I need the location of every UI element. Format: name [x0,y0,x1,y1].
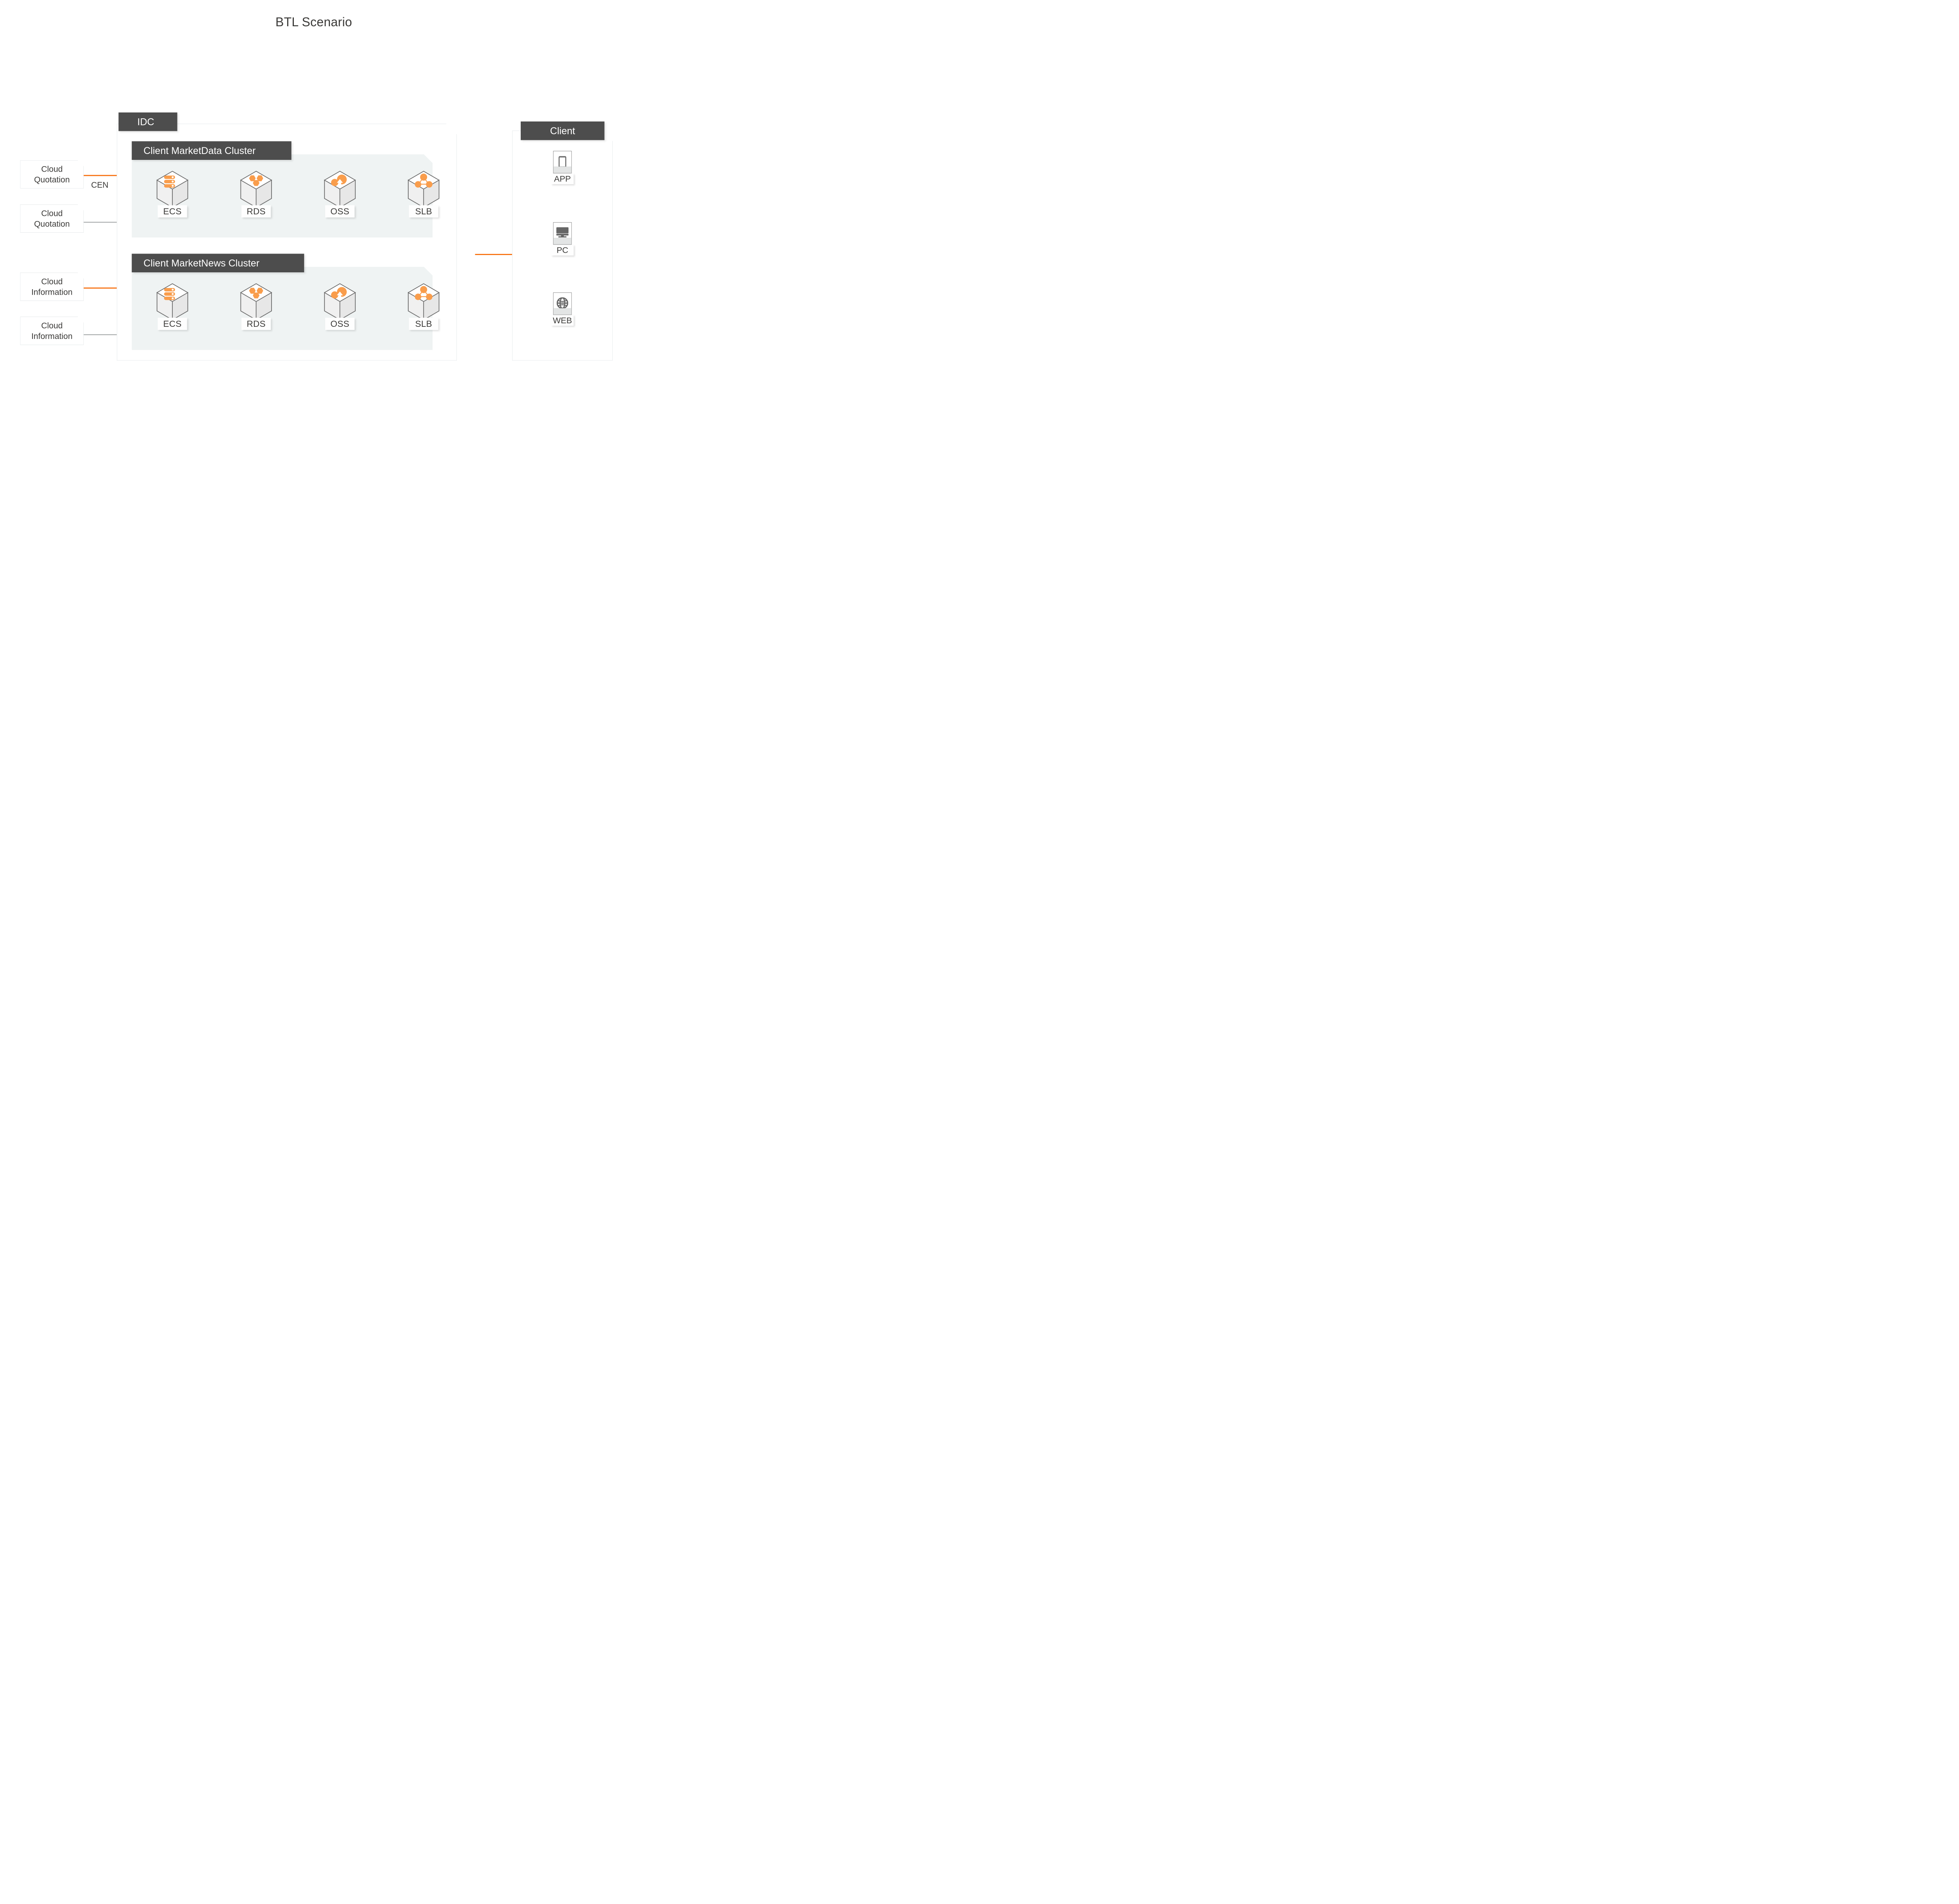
isometric-cube [156,283,188,321]
desktop-monitor-icon [556,227,569,237]
idc-header: IDC [118,112,177,131]
node-ecs-marketdata[interactable]: ECS [151,170,194,231]
note-cloud-quotation-1[interactable]: Cloud Quotation [20,160,84,189]
note-line-2: Quotation [34,175,70,184]
server-rack-icon [164,176,175,188]
isometric-cube [240,283,272,321]
connector-line-cloud-quotation-orange [83,175,130,176]
node-label: ECS [158,205,187,217]
node-label: RDS [241,205,271,217]
note-line-2: Information [31,331,73,341]
node-oss-marketnews[interactable]: OSS [319,283,362,344]
client-header-label: Client [550,125,575,136]
device-label: PC [551,245,574,255]
note-line-2: Information [31,287,73,297]
device-tile [553,222,572,245]
device-tile [553,151,572,174]
node-rds-marketnews[interactable]: RDS [235,283,278,344]
database-hexagons-icon [249,288,263,299]
client-header: Client [521,121,605,140]
device-web[interactable]: WEB [544,292,581,326]
node-slb-marketnews[interactable]: SLB [402,283,445,344]
node-slb-marketdata[interactable]: SLB [402,170,445,231]
cloud-upload-icon [331,174,347,187]
node-oss-marketdata[interactable]: OSS [319,170,362,231]
note-line-2: Quotation [34,219,70,228]
cluster-header-label: Client MarketNews Cluster [143,257,260,269]
node-label: OSS [325,317,355,330]
note-line-1: Cloud [41,321,63,330]
node-label: ECS [158,317,187,330]
node-label: RDS [241,317,271,330]
note-line-1: Cloud [41,208,63,218]
connector-line-cloud-quotation-grey [83,222,130,223]
cluster-header-label: Client MarketData Cluster [143,145,256,156]
note-cloud-information-1[interactable]: Cloud Information [20,273,84,301]
node-label: SLB [409,205,438,217]
connector-line-cloud-information-grey [83,334,130,335]
note-cloud-information-2[interactable]: Cloud Information [20,317,84,345]
note-line-1: Cloud [41,164,63,174]
device-pc[interactable]: PC [544,222,581,255]
isometric-cube [240,170,272,208]
isometric-cube [407,170,440,208]
load-balancer-nodes-icon [415,286,433,300]
device-label: WEB [551,315,574,326]
connector-line-idc-to-client [475,254,519,255]
node-rds-marketdata[interactable]: RDS [235,170,278,231]
isometric-cube [156,170,188,208]
isometric-cube [324,170,356,208]
node-label: SLB [409,317,438,330]
tile-band [553,308,572,315]
diagram-canvas: BTL Scenario CEN Cloud Quotation Cloud Q… [0,0,628,476]
device-tile [553,292,572,315]
node-ecs-marketnews[interactable]: ECS [151,283,194,344]
note-cloud-quotation-2[interactable]: Cloud Quotation [20,205,84,233]
device-app[interactable]: APP [544,151,581,184]
tile-band [553,238,572,245]
connector-line-cloud-information-orange [83,287,130,289]
device-label: APP [551,173,574,184]
database-hexagons-icon [249,175,263,186]
client-marketnews-cluster-header: Client MarketNews Cluster [132,254,304,272]
isometric-cube [407,283,440,321]
page-title: BTL Scenario [275,15,352,29]
load-balancer-nodes-icon [415,174,433,188]
cloud-upload-icon [331,287,347,299]
globe-icon [556,297,569,309]
note-line-1: Cloud [41,277,63,286]
cen-network-label: CEN [91,180,109,190]
client-marketdata-cluster-header: Client MarketData Cluster [132,141,291,160]
idc-header-label: IDC [137,116,154,127]
server-rack-icon [164,288,175,300]
tile-band [553,167,572,173]
isometric-cube [324,283,356,321]
node-label: OSS [325,205,355,217]
